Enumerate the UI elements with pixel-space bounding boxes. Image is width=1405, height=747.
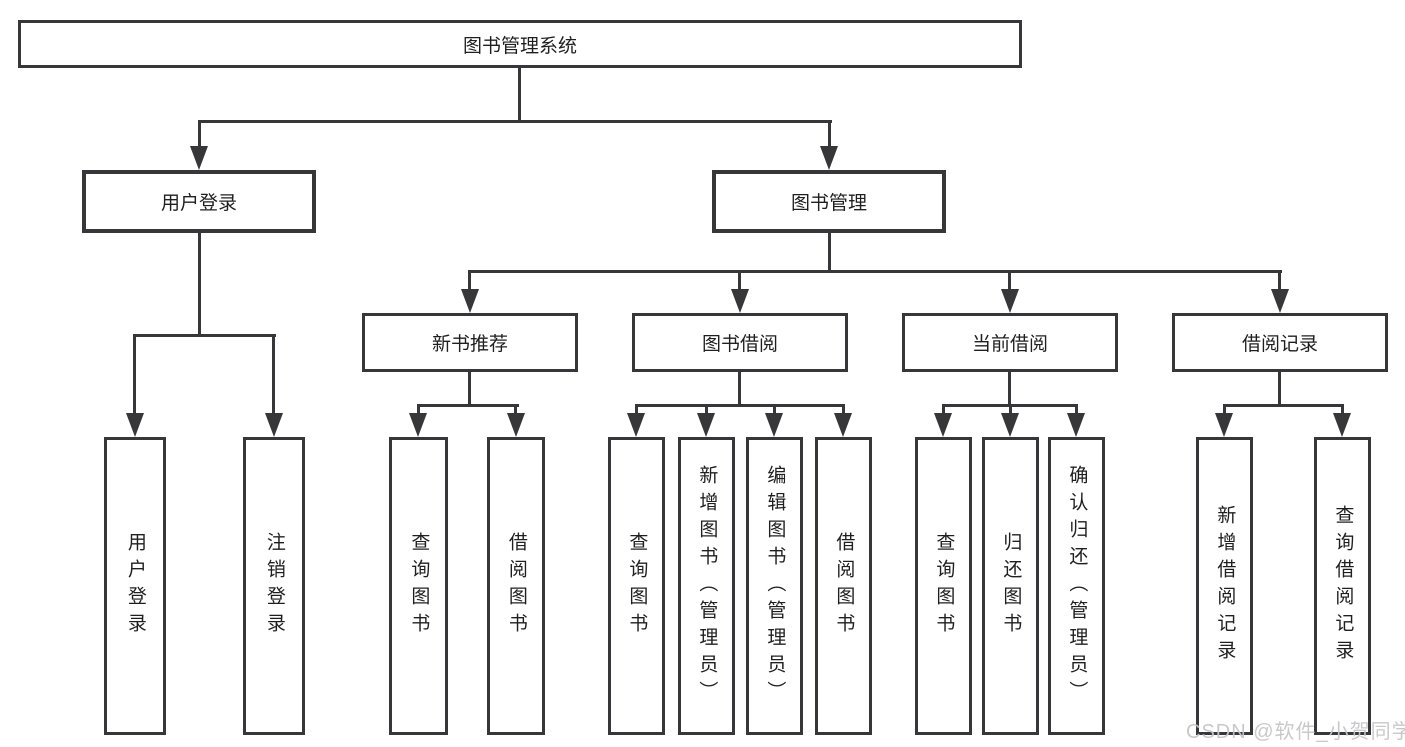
connector-drop-line <box>272 334 275 415</box>
arrowhead-down-icon <box>126 413 144 437</box>
connector-drop-line <box>738 270 741 291</box>
leaf-label: 归还图书 <box>1000 532 1022 640</box>
arrowhead-down-icon <box>820 146 838 170</box>
leaf-label: 用户登录 <box>124 532 146 640</box>
connector-new-book-rec-branch <box>417 404 519 407</box>
connector-drop-line <box>842 404 845 415</box>
arrowhead-down-icon <box>190 146 208 170</box>
connector-drop-line <box>705 404 708 415</box>
connector-drop-line <box>1008 270 1011 291</box>
arrowhead-down-icon <box>1001 289 1019 313</box>
connector-borrow-records-branch <box>1223 404 1344 407</box>
arrowhead-down-icon <box>265 413 283 437</box>
node-root: 图书管理系统 <box>18 20 1022 68</box>
leaf-bb-edit-books-admin: 编辑图书（管理员） <box>746 437 803 735</box>
leaf-logout: 注销登录 <box>243 437 305 735</box>
connector-book-borrow-stem <box>738 372 741 406</box>
arrowhead-down-icon <box>627 413 645 437</box>
leaf-nbr-borrow-books: 借阅图书 <box>487 437 545 735</box>
node-new-book-rec: 新书推荐 <box>362 313 578 372</box>
leaf-label: 确认归还（管理员） <box>1066 464 1088 708</box>
connector-drop-line <box>468 270 471 291</box>
arrowhead-down-icon <box>731 289 749 313</box>
connector-user-login-stem <box>198 233 201 336</box>
connector-drop-line <box>198 120 201 148</box>
leaf-label: 查询图书 <box>933 532 955 640</box>
leaf-label: 新增借阅记录 <box>1214 505 1236 667</box>
leaf-cb-query-books: 查询图书 <box>915 437 972 735</box>
leaf-label: 借阅图书 <box>505 532 527 640</box>
arrowhead-down-icon <box>1001 413 1019 437</box>
connector-book-borrow-branch <box>635 404 845 407</box>
connector-new-book-rec-stem <box>468 372 471 406</box>
leaf-label: 查询借阅记录 <box>1332 505 1354 667</box>
leaf-nbr-query-books: 查询图书 <box>389 437 448 735</box>
arrowhead-down-icon <box>697 413 715 437</box>
arrowhead-down-icon <box>461 289 479 313</box>
leaf-label: 新增图书（管理员） <box>696 464 718 708</box>
arrowhead-down-icon <box>507 413 525 437</box>
connector-root-branch <box>198 120 832 123</box>
connector-book-mgmt-branch <box>468 270 1282 273</box>
arrowhead-down-icon <box>1067 413 1085 437</box>
leaf-bb-borrow-books: 借阅图书 <box>815 437 872 735</box>
connector-drop-line <box>942 404 945 415</box>
leaf-cb-confirm-return-admin: 确认归还（管理员） <box>1048 437 1105 735</box>
connector-current-borrow-stem <box>1008 372 1011 406</box>
connector-book-mgmt-stem <box>828 233 831 272</box>
connector-drop-line <box>773 404 776 415</box>
leaf-cb-return-books: 归还图书 <box>982 437 1039 735</box>
connector-borrow-records-stem <box>1278 372 1281 406</box>
leaf-user-login: 用户登录 <box>104 437 166 735</box>
node-borrow-records: 借阅记录 <box>1172 313 1388 372</box>
arrowhead-down-icon <box>934 413 952 437</box>
leaf-label: 借阅图书 <box>833 532 855 640</box>
connector-drop-line <box>828 120 831 148</box>
leaf-label: 注销登录 <box>263 532 285 640</box>
arrowhead-down-icon <box>834 413 852 437</box>
arrowhead-down-icon <box>765 413 783 437</box>
watermark: CSDN @软件_小贺同学 <box>1186 721 1405 743</box>
connector-drop-line <box>133 334 136 415</box>
connector-drop-line <box>514 404 517 415</box>
leaf-bb-add-books-admin: 新增图书（管理员） <box>678 437 735 735</box>
node-current-borrow: 当前借阅 <box>902 313 1118 372</box>
arrowhead-down-icon <box>409 413 427 437</box>
leaf-br-add-record: 新增借阅记录 <box>1196 437 1253 735</box>
leaf-label: 编辑图书（管理员） <box>764 464 786 708</box>
node-user-login: 用户登录 <box>82 170 316 233</box>
connector-drop-line <box>1223 404 1226 415</box>
connector-drop-line <box>1278 270 1281 291</box>
connector-drop-line <box>417 404 420 415</box>
leaf-bb-query-books: 查询图书 <box>608 437 665 735</box>
node-book-mgmt: 图书管理 <box>712 170 946 233</box>
connector-drop-line <box>1341 404 1344 415</box>
connector-root-stem <box>518 68 521 120</box>
arrowhead-down-icon <box>1333 413 1351 437</box>
leaf-label: 查询图书 <box>408 532 430 640</box>
connector-user-login-branch <box>133 334 276 337</box>
leaf-br-query-record: 查询借阅记录 <box>1314 437 1371 735</box>
node-book-borrow: 图书借阅 <box>632 313 848 372</box>
leaf-label: 查询图书 <box>626 532 648 640</box>
connector-drop-line <box>1009 404 1012 415</box>
connector-drop-line <box>1075 404 1078 415</box>
arrowhead-down-icon <box>1215 413 1233 437</box>
connector-drop-line <box>635 404 638 415</box>
arrowhead-down-icon <box>1271 289 1289 313</box>
